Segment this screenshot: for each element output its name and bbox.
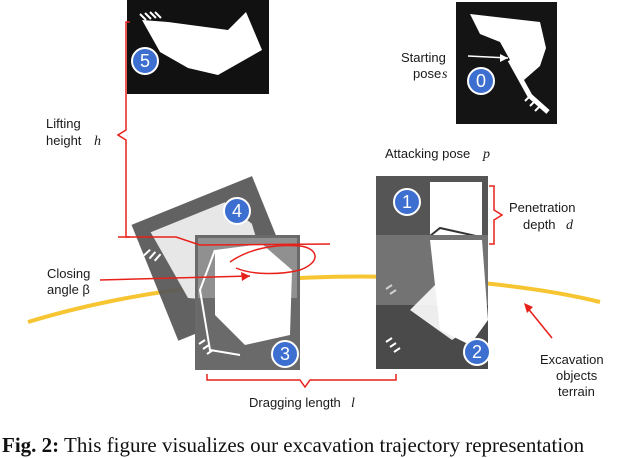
- attacking-pose-label: Attacking pose: [385, 146, 470, 161]
- penetration-depth-label-line2: depth: [523, 217, 556, 232]
- closing-angle-label: Closing: [47, 266, 90, 281]
- badge-1: 1: [393, 188, 421, 216]
- caption-text: This figure visualizes our excavation tr…: [59, 433, 585, 457]
- starting-pose-label-line2: pose: [413, 66, 441, 81]
- dragging-length-label: Dragging length: [249, 395, 341, 410]
- terrain-arrowhead: [524, 303, 533, 313]
- dragging-length-bracket: [206, 374, 397, 389]
- svg-text:5: 5: [140, 51, 150, 71]
- pose-2-panel: [376, 235, 488, 369]
- pose-3-panel: [195, 235, 300, 370]
- excavation-objects-label: Excavation: [540, 352, 604, 367]
- badge-5: 5: [131, 47, 159, 75]
- lifting-height-label: Lifting: [46, 116, 81, 131]
- lifting-height-label-line2: height: [46, 133, 82, 148]
- penetration-depth-bracket: [489, 185, 504, 245]
- svg-text:1: 1: [402, 192, 412, 212]
- svg-text:2: 2: [472, 342, 482, 362]
- closing-angle-arrow: [99, 275, 251, 281]
- badge-2: 2: [463, 338, 491, 366]
- starting-pose-label: Starting: [401, 50, 446, 65]
- badge-3: 3: [271, 340, 299, 368]
- excavation-objects-label-line3: terrain: [558, 384, 595, 399]
- svg-text:4: 4: [232, 201, 242, 221]
- figure-caption: Fig. 2: This figure visualizes our excav…: [2, 433, 640, 458]
- pose-0-panel: [456, 2, 557, 124]
- badge-4: 4: [223, 197, 251, 225]
- starting-pose-var: s: [442, 67, 448, 82]
- excavation-objects-label-line2: objects: [556, 368, 598, 383]
- svg-text:3: 3: [280, 344, 290, 364]
- lifting-height-var: h: [94, 134, 101, 149]
- caption-prefix: Fig. 2:: [2, 433, 60, 457]
- dragging-length-var: l: [351, 396, 355, 411]
- terrain-curve: [27, 274, 601, 324]
- attacking-pose-var: p: [482, 147, 490, 162]
- terrain-arrow: [525, 305, 553, 339]
- pose-5-panel: [127, 0, 269, 94]
- closing-angle-label-line2: angle β: [47, 282, 90, 297]
- pose-1-panel: [376, 176, 488, 247]
- closing-angle-arrowhead: [241, 272, 250, 281]
- svg-text:0: 0: [476, 71, 486, 91]
- badge-0: 0: [467, 67, 495, 95]
- closing-angle-arc: [229, 244, 316, 275]
- penetration-depth-var: d: [566, 218, 574, 233]
- closing-angle-line: [118, 236, 331, 246]
- penetration-depth-label: Penetration: [509, 200, 576, 215]
